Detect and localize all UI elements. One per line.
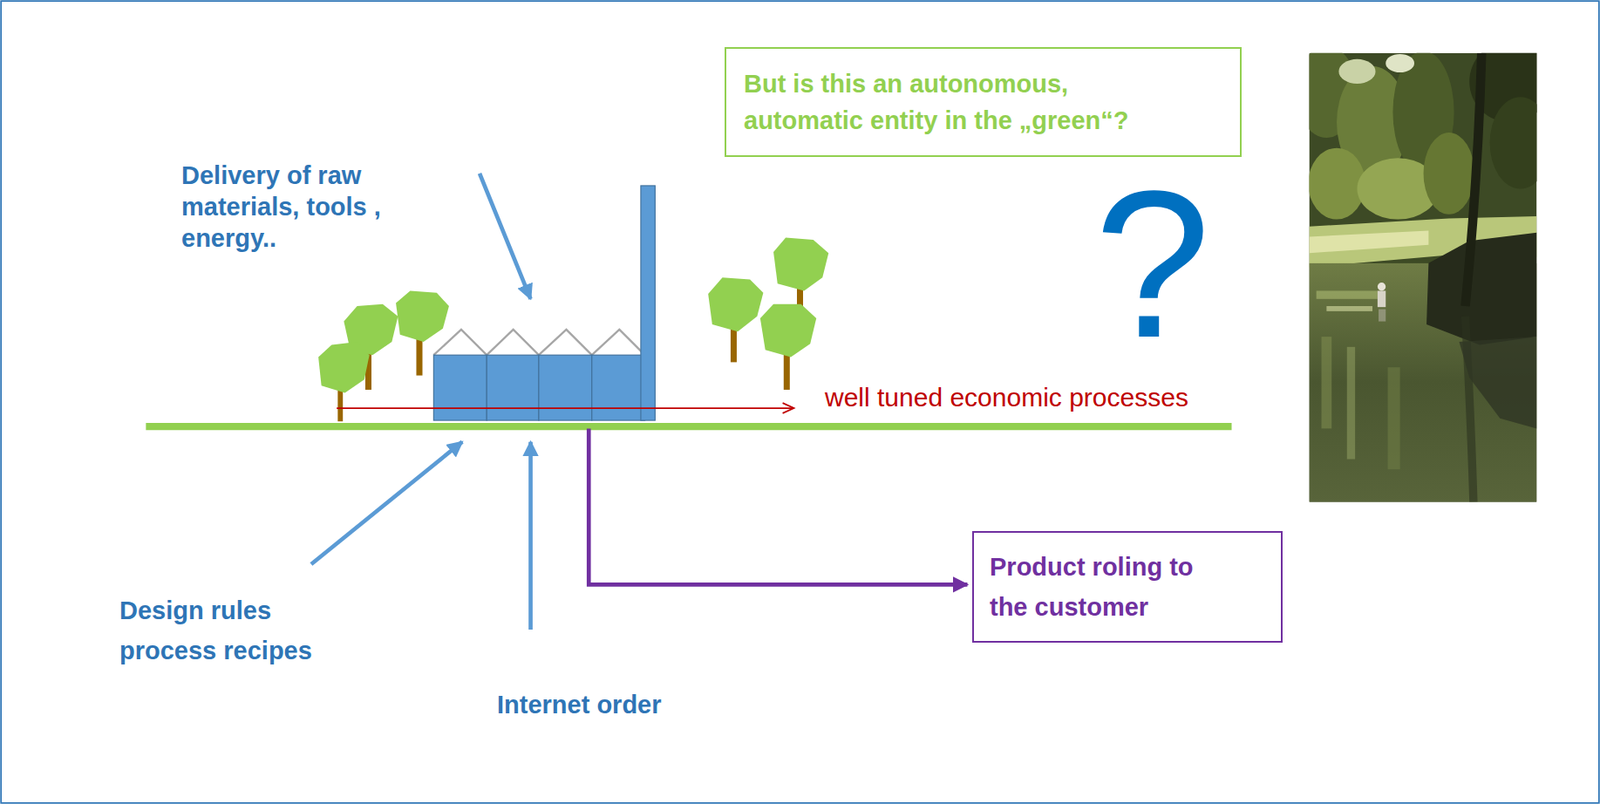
input-label: Internet order <box>497 688 662 721</box>
input-arrow <box>479 173 532 300</box>
factory <box>433 185 655 421</box>
input-arrow <box>311 442 463 565</box>
input-arrow <box>528 442 533 630</box>
tree-group <box>318 290 450 422</box>
question-box: But is this an autonomous, automatic ent… <box>724 47 1242 157</box>
process-label: well tuned economic processes <box>824 381 1189 414</box>
lake-photo <box>1308 53 1537 503</box>
question-mark: ? <box>1094 159 1211 369</box>
process-arrow <box>336 402 794 414</box>
output-box: Product roling to the customer <box>972 531 1283 643</box>
ground-line <box>145 422 1232 430</box>
tree-group <box>708 238 829 390</box>
box-text: Product roling to the customer <box>989 546 1213 627</box>
output-arrow <box>588 428 967 585</box>
box-text: But is this an autonomous, automatic ent… <box>743 65 1159 139</box>
input-label: Delivery of raw materials, tools , energ… <box>181 159 435 254</box>
input-label: Design rules process recipes <box>119 590 338 671</box>
